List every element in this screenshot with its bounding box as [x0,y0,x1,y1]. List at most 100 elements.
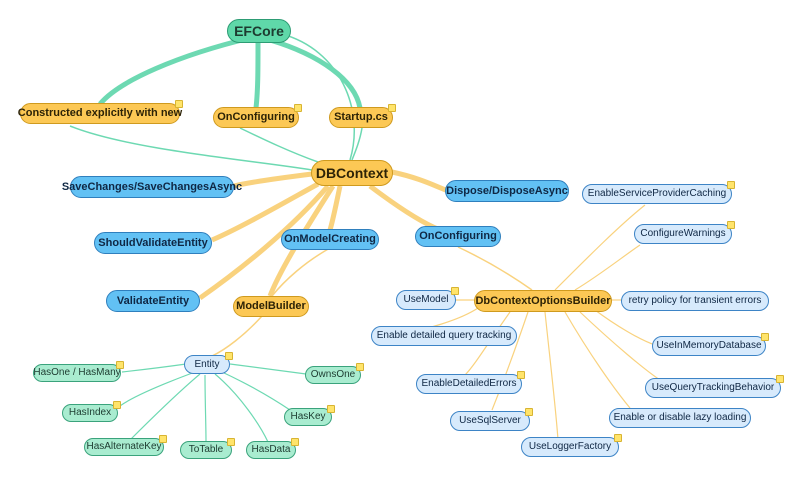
node-dbcontext-label: DBContext [315,165,389,181]
node-totable[interactable]: ToTable [180,438,235,459]
node-hasalternatekey[interactable]: HasAlternateKey [84,435,167,456]
node-onmodelcreating-label: OnModelCreating [284,233,376,245]
edge-entity-hasone [121,363,187,373]
node-enableserviceprovidercaching[interactable]: EnableServiceProviderCaching [582,181,735,204]
node-useinmemorydatabase[interactable]: UseInMemoryDatabase [652,333,769,356]
note-icon [227,438,235,446]
edge-dbcontext-onmodelcreating [327,185,343,231]
node-ownsone-label: OwnsOne [310,369,356,380]
node-retry-policy[interactable]: retry policy for transient errors [621,291,769,311]
note-icon [525,408,533,416]
note-icon [614,434,622,442]
note-icon [388,104,396,112]
node-useloggerfactory[interactable]: UseLoggerFactory [521,434,622,457]
node-usesqlserver-label: UseSqlServer [459,415,521,426]
node-modelbuilder-label: ModelBuilder [236,300,306,312]
edge-ob-logger [544,311,559,441]
edge-entity-totable [204,374,207,443]
edge-ob-sqlserver [491,311,529,411]
note-icon [517,371,525,379]
node-savechanges[interactable]: SaveChanges/SaveChangesAsync [62,176,242,198]
node-onmodelcreating[interactable]: OnModelCreating [281,229,379,250]
node-usemodel[interactable]: UseModel [396,287,459,310]
edge-entity-hasdata [214,373,269,443]
node-validateentity[interactable]: ValidateEntity [106,290,200,312]
node-efcore-label: EFCore [234,23,284,39]
edge-dbcontext-dispose [391,169,447,193]
node-onconfiguring-top-label: OnConfiguring [217,111,295,123]
note-icon [451,287,459,295]
node-onconfiguring-mid-label: OnConfiguring [419,230,497,242]
node-totable-label: ToTable [188,444,224,455]
node-constructed-explicitly-label: Constructed explicitly with new [17,107,183,119]
edge-entity-hasindex [114,371,196,411]
node-usemodel-label: UseModel [403,294,449,305]
node-modelbuilder[interactable]: ModelBuilder [233,296,309,317]
edge-ob-inmemory [594,309,656,346]
edge-dbcontext-onconfiguring-mid [368,184,441,233]
node-hasone-hasmany-label: HasOne / HasMany [33,367,121,378]
node-configurewarnings[interactable]: ConfigureWarnings [634,221,735,244]
node-entity-label: Entity [194,358,220,370]
edge-efcore-dbcontext [281,33,355,161]
node-onconfiguring-top[interactable]: OnConfiguring [213,104,302,128]
edge-entity-hasalternatekey [129,373,201,441]
node-shouldvalidateentity[interactable]: ShouldValidateEntity [94,232,212,254]
node-usequerytrackingbehavior-label: UseQueryTrackingBehavior [651,382,775,393]
node-hasdata-label: HasData [251,444,291,455]
node-haskey-label: HasKey [290,411,326,422]
node-ownsone[interactable]: OwnsOne [305,363,364,384]
edge-startup-dbcontext [351,127,363,161]
node-savechanges-label: SaveChanges/SaveChangesAsync [61,180,243,193]
note-icon [294,104,302,112]
edge-dbcontext-validateentity [198,184,330,301]
node-lazy-loading[interactable]: Enable or disable lazy loading [609,408,751,428]
node-dbcontext[interactable]: DBContext [311,160,393,186]
note-icon [727,221,735,229]
note-icon [327,405,335,413]
node-hasindex[interactable]: HasIndex [62,401,121,422]
note-icon [761,333,769,341]
node-hasindex-label: HasIndex [68,407,112,418]
node-onconfiguring-mid[interactable]: OnConfiguring [415,226,501,247]
node-dbcontextoptionsbuilder[interactable]: DbContextOptionsBuilder [474,290,612,312]
node-configurewarnings-label: ConfigureWarnings [640,228,726,239]
node-usesqlserver[interactable]: UseSqlServer [450,408,533,431]
edge-entity-haskey [221,371,291,411]
node-shouldvalidateentity-label: ShouldValidateEntity [98,236,208,249]
note-icon [225,352,233,360]
node-retry-policy-label: retry policy for transient errors [628,295,762,306]
edge-entity-ownsone [229,363,307,375]
edge-ob-trackingbehavior [579,311,661,381]
edge-ob-caching [554,204,646,291]
note-icon [159,435,167,443]
edge-efcore-startup [269,37,363,109]
node-usequerytrackingbehavior[interactable]: UseQueryTrackingBehavior [645,375,784,398]
node-enabledetailederrors[interactable]: EnableDetailedErrors [416,371,525,394]
node-enable-detailed-query-tracking[interactable]: Enable detailed query tracking [371,326,517,346]
node-hasdata[interactable]: HasData [246,438,299,459]
node-constructed-explicitly[interactable]: Constructed explicitly with new [17,100,183,124]
note-icon [776,375,784,383]
node-dbcontextoptionsbuilder-label: DbContextOptionsBuilder [475,294,611,307]
note-icon [356,363,364,371]
node-haskey[interactable]: HasKey [284,405,335,426]
edge-constructed-dbcontext [69,125,313,171]
edge-ob-lazyloading [564,311,631,409]
node-efcore[interactable]: EFCore [227,19,291,43]
node-lazy-loading-label: Enable or disable lazy loading [613,412,747,423]
node-hasone-hasmany[interactable]: HasOne / HasMany [33,361,124,382]
node-startup[interactable]: Startup.cs [329,104,396,128]
node-entity[interactable]: Entity [184,352,233,374]
node-validateentity-label: ValidateEntity [116,294,190,307]
edge-onconfiguring-dbcontext [239,127,319,163]
node-useinmemorydatabase-label: UseInMemoryDatabase [656,340,762,351]
node-useloggerfactory-label: UseLoggerFactory [528,441,612,452]
edge-efcore-constructed [98,35,251,106]
node-hasalternatekey-label: HasAlternateKey [86,441,162,452]
node-dispose[interactable]: Dispose/DisposeAsync [445,180,569,202]
edge-ob-detailederrors [464,311,511,376]
note-icon [291,438,299,446]
edge-dbcontext-shouldvalidate [211,181,320,243]
